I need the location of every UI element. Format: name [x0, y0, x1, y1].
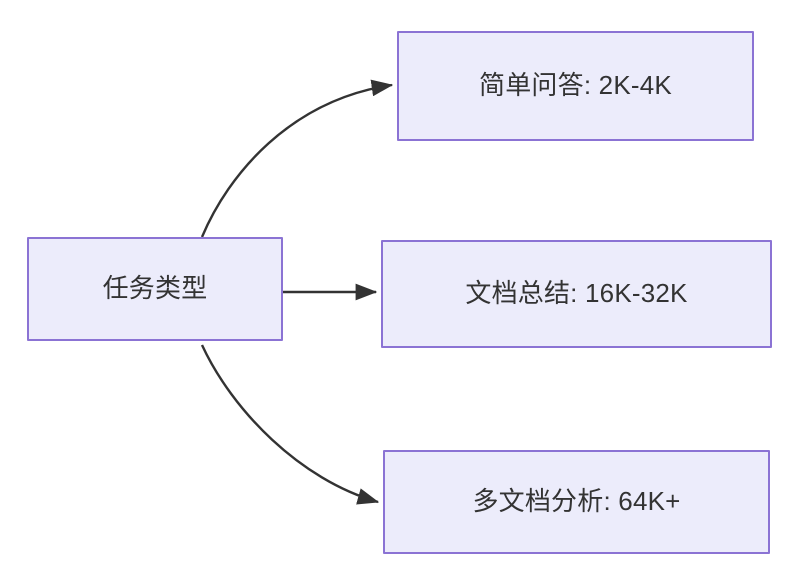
node-multidoc-analysis[interactable]: 多文档分析: 64K+ — [383, 450, 770, 554]
node-task-type[interactable]: 任务类型 — [27, 237, 283, 341]
node-simple-qa[interactable]: 简单问答: 2K-4K — [397, 31, 754, 141]
node-doc-summary-label: 文档总结: 16K-32K — [465, 278, 688, 309]
node-multidoc-analysis-label: 多文档分析: 64K+ — [472, 486, 681, 517]
edge-root-to-simple-qa — [200, 79, 394, 238]
node-simple-qa-label: 简单问答: 2K-4K — [479, 70, 672, 101]
edge-root-to-multidoc — [200, 344, 380, 505]
node-doc-summary[interactable]: 文档总结: 16K-32K — [381, 240, 772, 348]
node-task-type-label: 任务类型 — [102, 273, 208, 304]
